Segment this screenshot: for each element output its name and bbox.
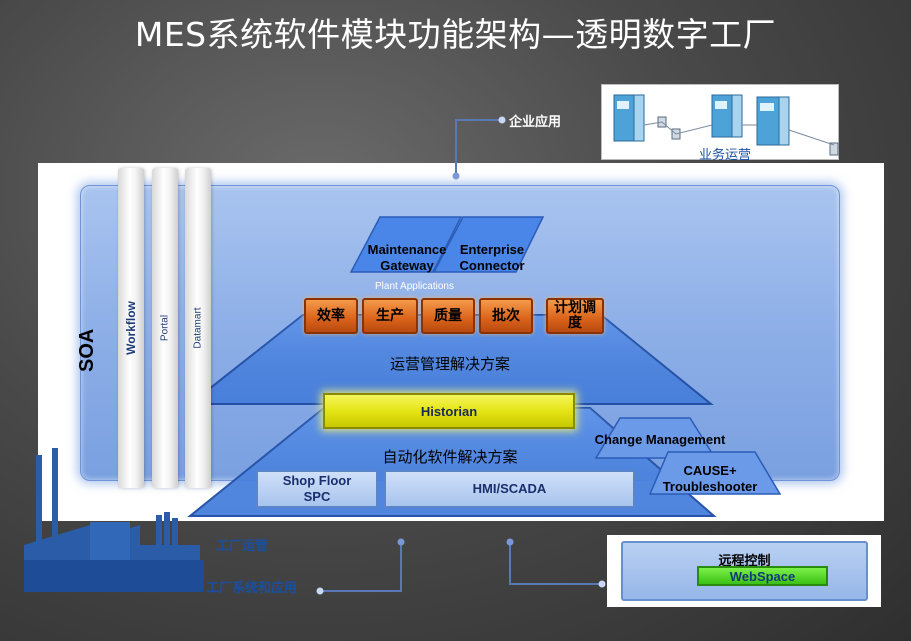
business-operations-label: 业务运营 xyxy=(698,148,751,163)
module-efficiency: 效率 xyxy=(304,298,358,334)
enterprise-application-label: 企业应用 xyxy=(509,115,562,130)
enterprise-connector-shape xyxy=(432,216,545,273)
module-batch: 批次 xyxy=(479,298,533,334)
remote-control-connector xyxy=(509,542,602,585)
operations-layer-label: 运营管理解决方案 xyxy=(389,355,510,373)
portal-label: Portal xyxy=(159,314,171,342)
factory-icon xyxy=(24,448,204,592)
cause-shape xyxy=(648,451,782,495)
business-operations-image xyxy=(601,84,839,160)
workflow-pillar: Workflow xyxy=(118,168,144,488)
module-scheduling: 计划调度 xyxy=(546,298,604,334)
historian-box: Historian xyxy=(323,393,575,429)
factory-systems-label: 工厂系统和应用 xyxy=(206,581,298,596)
hmi-scada-box: HMI/SCADA xyxy=(384,470,635,508)
soa-label: SOA xyxy=(76,328,98,372)
corp-app-connector xyxy=(455,119,502,176)
connector-dot xyxy=(397,538,405,546)
shop-floor-spc-box: Shop Floor SPC xyxy=(256,470,378,508)
module-production: 生产 xyxy=(362,298,418,334)
portal-pillar: Portal xyxy=(152,168,178,488)
maintenance-gateway-label: Maintenance Gateway xyxy=(367,242,447,273)
connector-dot xyxy=(316,587,324,595)
workflow-label: Workflow xyxy=(124,301,138,355)
factory-ops-connector xyxy=(320,542,402,592)
enterprise-connector-label: Enterprise Connector xyxy=(459,242,525,273)
datamart-label: Datamart xyxy=(192,307,204,349)
connector-dot xyxy=(452,172,460,180)
automation-layer-label: 自动化软件解决方案 xyxy=(382,448,518,466)
maintenance-gateway-shape xyxy=(349,216,463,273)
connector-dot xyxy=(598,580,606,588)
module-quality: 质量 xyxy=(421,298,475,334)
remote-control-label: 远程控制 xyxy=(718,554,771,569)
server-network-illustration xyxy=(613,94,839,156)
connector-dot xyxy=(506,538,514,546)
webspace-box: WebSpace xyxy=(697,566,828,586)
plant-applications-label: Plant Applications xyxy=(375,281,454,292)
cause-troubleshooter-label: CAUSE+ Troubleshooter xyxy=(662,463,758,494)
factory-operations-label: 工厂运营 xyxy=(216,539,269,554)
change-management-label: Change Management xyxy=(594,432,726,447)
connector-dot xyxy=(498,116,506,124)
datamart-pillar: Datamart xyxy=(185,168,211,488)
page-title: MES系统软件模块功能架构—透明数字工厂 xyxy=(134,15,777,54)
